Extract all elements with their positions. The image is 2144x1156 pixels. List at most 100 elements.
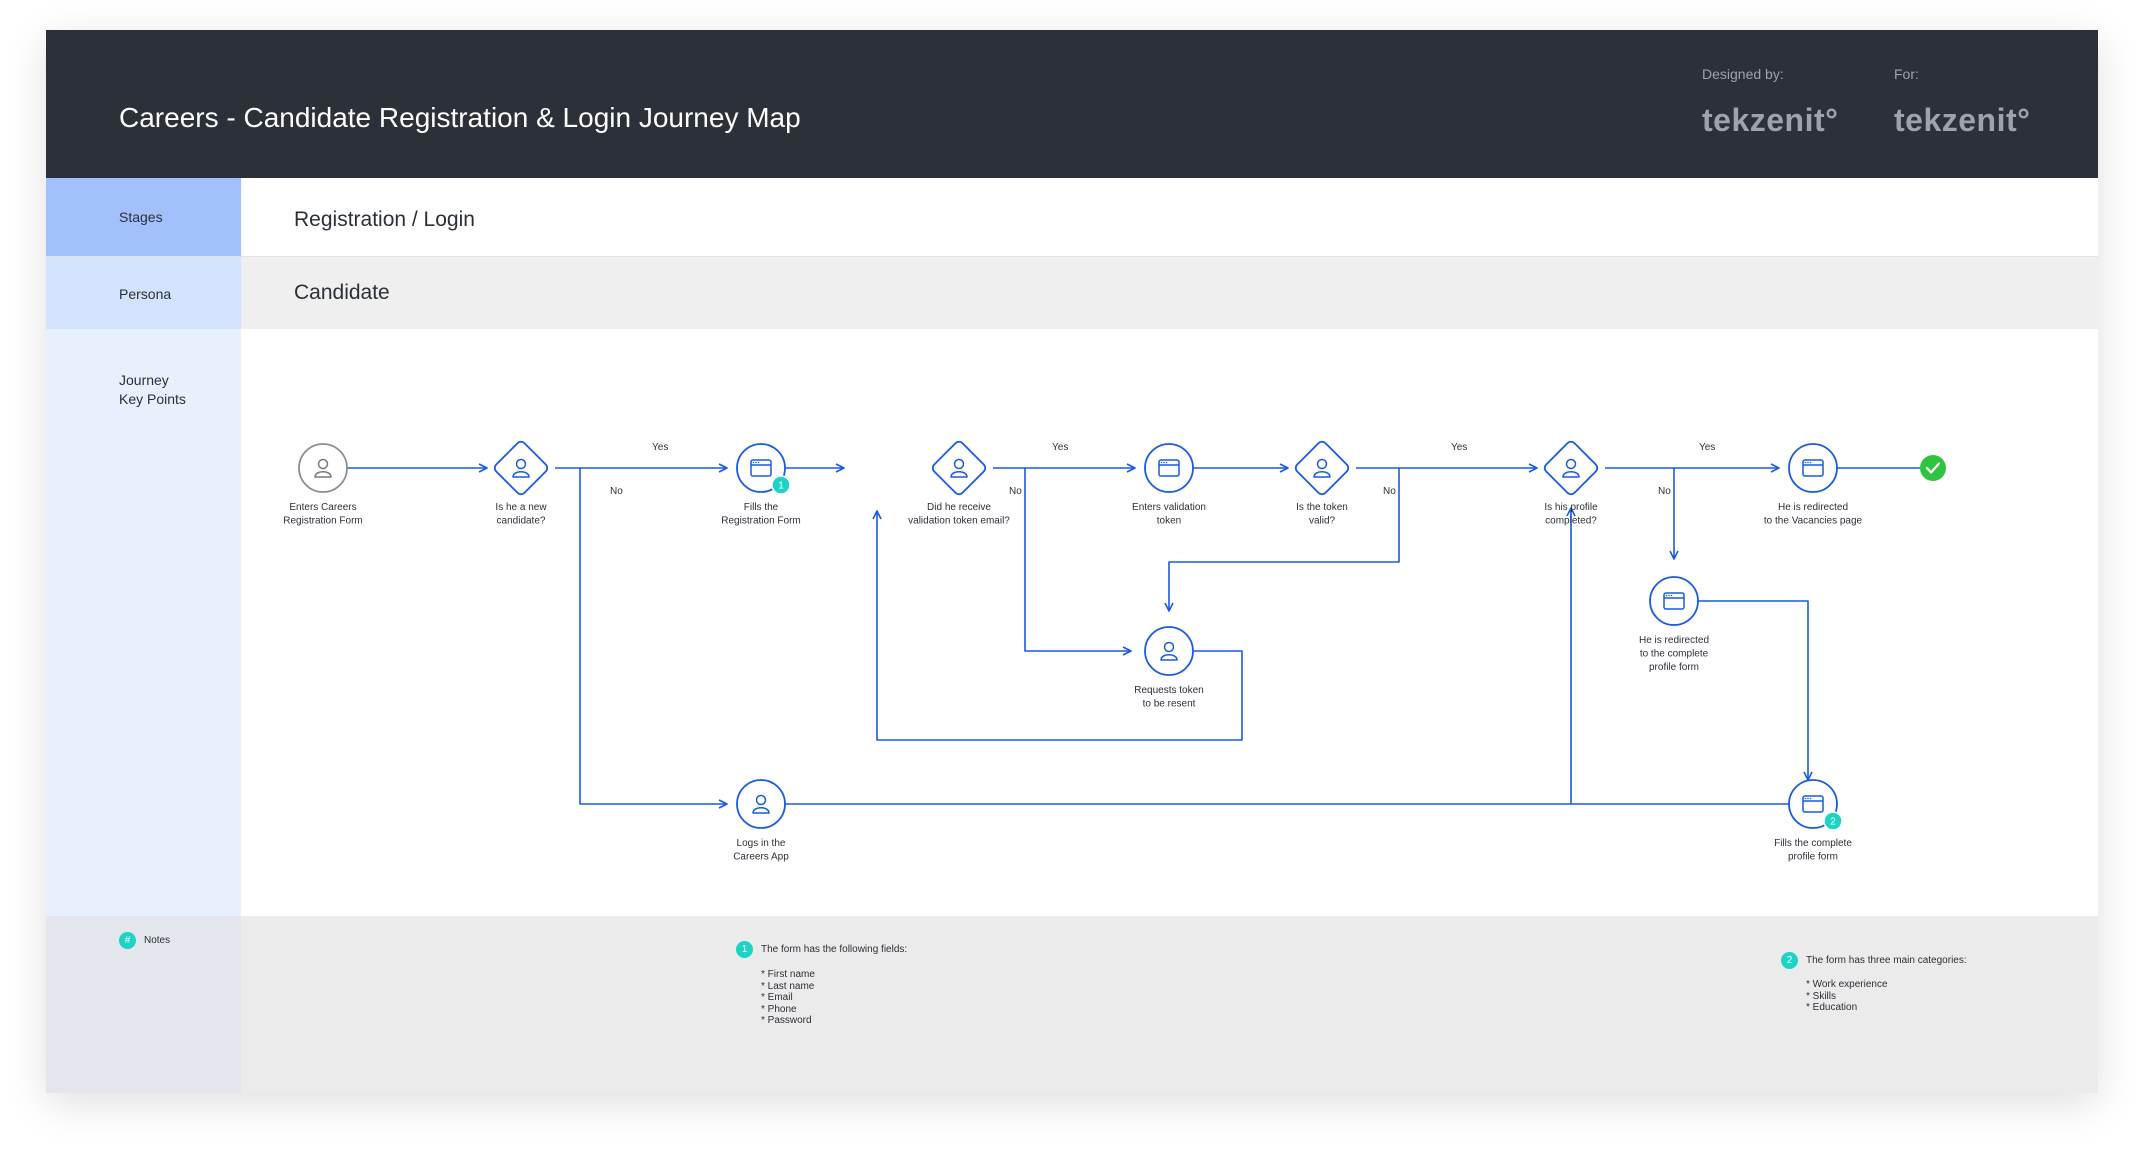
edge-label-yes: Yes: [1699, 442, 1715, 453]
node-label: profile form: [1649, 662, 1699, 673]
note-2-item: * Work experience: [1806, 979, 1888, 990]
node-label: Is he a new: [495, 502, 547, 513]
node-receive: Did he receive validation token email?: [908, 440, 1010, 527]
journey-label: Journey Key Points: [119, 371, 186, 409]
page-title: Careers - Candidate Registration & Login…: [119, 102, 801, 133]
header-bar: Careers - Candidate Registration & Login…: [46, 30, 2098, 178]
persona-value: Candidate: [294, 281, 390, 304]
node-label: candidate?: [497, 516, 546, 527]
edge-label-no: No: [1658, 486, 1671, 497]
node-label: to be resent: [1143, 699, 1196, 710]
node-label: He is redirected: [1778, 502, 1848, 513]
stages-value: Registration / Login: [294, 208, 475, 231]
stages-label-cell: [46, 178, 241, 256]
stages-label: Stages: [119, 209, 163, 225]
node-vacancies: He is redirected to the Vacancies page: [1764, 443, 1863, 527]
note-1-item: * Phone: [761, 1003, 797, 1015]
node-label: Enters Careers: [289, 502, 356, 513]
journey-label-line2: Key Points: [119, 391, 186, 407]
notes-label-cell: [46, 916, 241, 1093]
node-label: He is redirected: [1639, 635, 1709, 646]
node-complete: Is his profile completed?: [1543, 440, 1598, 527]
persona-label: Persona: [119, 286, 172, 302]
node-label: completed?: [1545, 516, 1597, 527]
for-logo: tekzenit°: [1894, 102, 2031, 138]
notes-label: Notes: [144, 935, 171, 946]
node-label: profile form: [1788, 852, 1838, 863]
node-done: [1920, 455, 1946, 481]
node-label: to the complete: [1640, 649, 1709, 660]
node-label: Is the token: [1296, 502, 1348, 513]
note-1-badge: 1: [736, 941, 753, 958]
designed-by-label: Designed by:: [1702, 66, 1784, 82]
note-2-item: * Education: [1806, 1002, 1858, 1013]
node-token: Enters validation token: [1132, 443, 1206, 527]
node-label: Fills the complete: [1774, 838, 1852, 849]
badge-number: 1: [778, 481, 784, 492]
node-new: Is he a new candidate?: [493, 440, 549, 527]
edge-label-no: No: [1383, 486, 1396, 497]
node-label: valid?: [1309, 516, 1336, 527]
note-2-badge: 2: [1781, 952, 1798, 969]
node-label: validation token email?: [908, 516, 1010, 527]
edge-label-yes: Yes: [652, 442, 668, 453]
edge-valid-to-resend: [1164, 468, 1400, 612]
edge-label-no: No: [610, 486, 623, 497]
check-icon: [1925, 462, 1941, 474]
node-redirect: He is redirected to the complete profile f…: [1639, 576, 1709, 673]
note-1-item: * Password: [761, 1015, 812, 1026]
node-label: Did he receive: [927, 502, 991, 513]
note-badge: 1: [771, 475, 791, 495]
node-label: Requests token: [1134, 685, 1204, 696]
note-1-title: The form has the following fields:: [761, 944, 908, 955]
note-1-item: * Last name: [761, 980, 815, 992]
note-1-item: * First name: [761, 969, 815, 980]
badge-number: 2: [1830, 817, 1836, 828]
edge-label-yes: Yes: [1052, 442, 1068, 453]
note-2-items: * Work experience * Skills * Education: [1806, 979, 1888, 1014]
edge-label-yes: Yes: [1451, 442, 1467, 453]
edge-new-to-login: [579, 468, 728, 809]
node-label: Logs in the: [737, 838, 786, 849]
step-circle: [1649, 576, 1699, 626]
node-label: token: [1157, 516, 1181, 527]
node-label: Careers App: [733, 852, 789, 863]
persona-label-cell: [46, 257, 241, 329]
node-label: Fills the: [744, 502, 779, 513]
designed-by-logo: tekzenit°: [1702, 102, 1839, 138]
stages-row: Stages Registration / Login: [46, 178, 2098, 257]
step-circle: [1144, 443, 1194, 493]
node-label: to the Vacancies page: [1764, 516, 1863, 527]
edge-label-no: No: [1009, 486, 1022, 497]
note-2-item: * Skills: [1806, 990, 1837, 1002]
node-label: Registration Form: [721, 516, 800, 527]
node-label: Is his profile: [1544, 502, 1598, 513]
journey-label-line1: Journey: [119, 372, 169, 388]
node-label: Enters validation: [1132, 502, 1206, 513]
step-circle: [1788, 443, 1838, 493]
edge-resend-to-receive: [872, 510, 1243, 741]
node-valid: Is the token valid?: [1294, 440, 1350, 527]
edge-redirect-to-fillprofile: [1698, 600, 1813, 781]
journey-map-card: Careers - Candidate Registration & Login…: [46, 30, 2098, 1093]
persona-row: Persona Candidate: [46, 257, 2098, 329]
node-resend: Requests token to be resent: [1134, 626, 1204, 710]
edge-receive-to-resend: [1024, 468, 1132, 656]
note-badge: 2: [1823, 811, 1843, 831]
journey-row: Journey Key Points: [46, 329, 2098, 916]
end-marker: [1920, 455, 1946, 481]
node-label: Registration Form: [283, 516, 362, 527]
for-label: For:: [1894, 66, 1919, 82]
note-2-title: The form has three main categories:: [1806, 955, 1967, 966]
notes-badge: #: [119, 932, 136, 949]
note-1-items: * First name * Last name * Email * Phone…: [761, 969, 815, 1027]
notes-row: # Notes 1 The form has the following fie…: [46, 916, 2098, 1093]
note-1-item: * Email: [761, 992, 793, 1003]
